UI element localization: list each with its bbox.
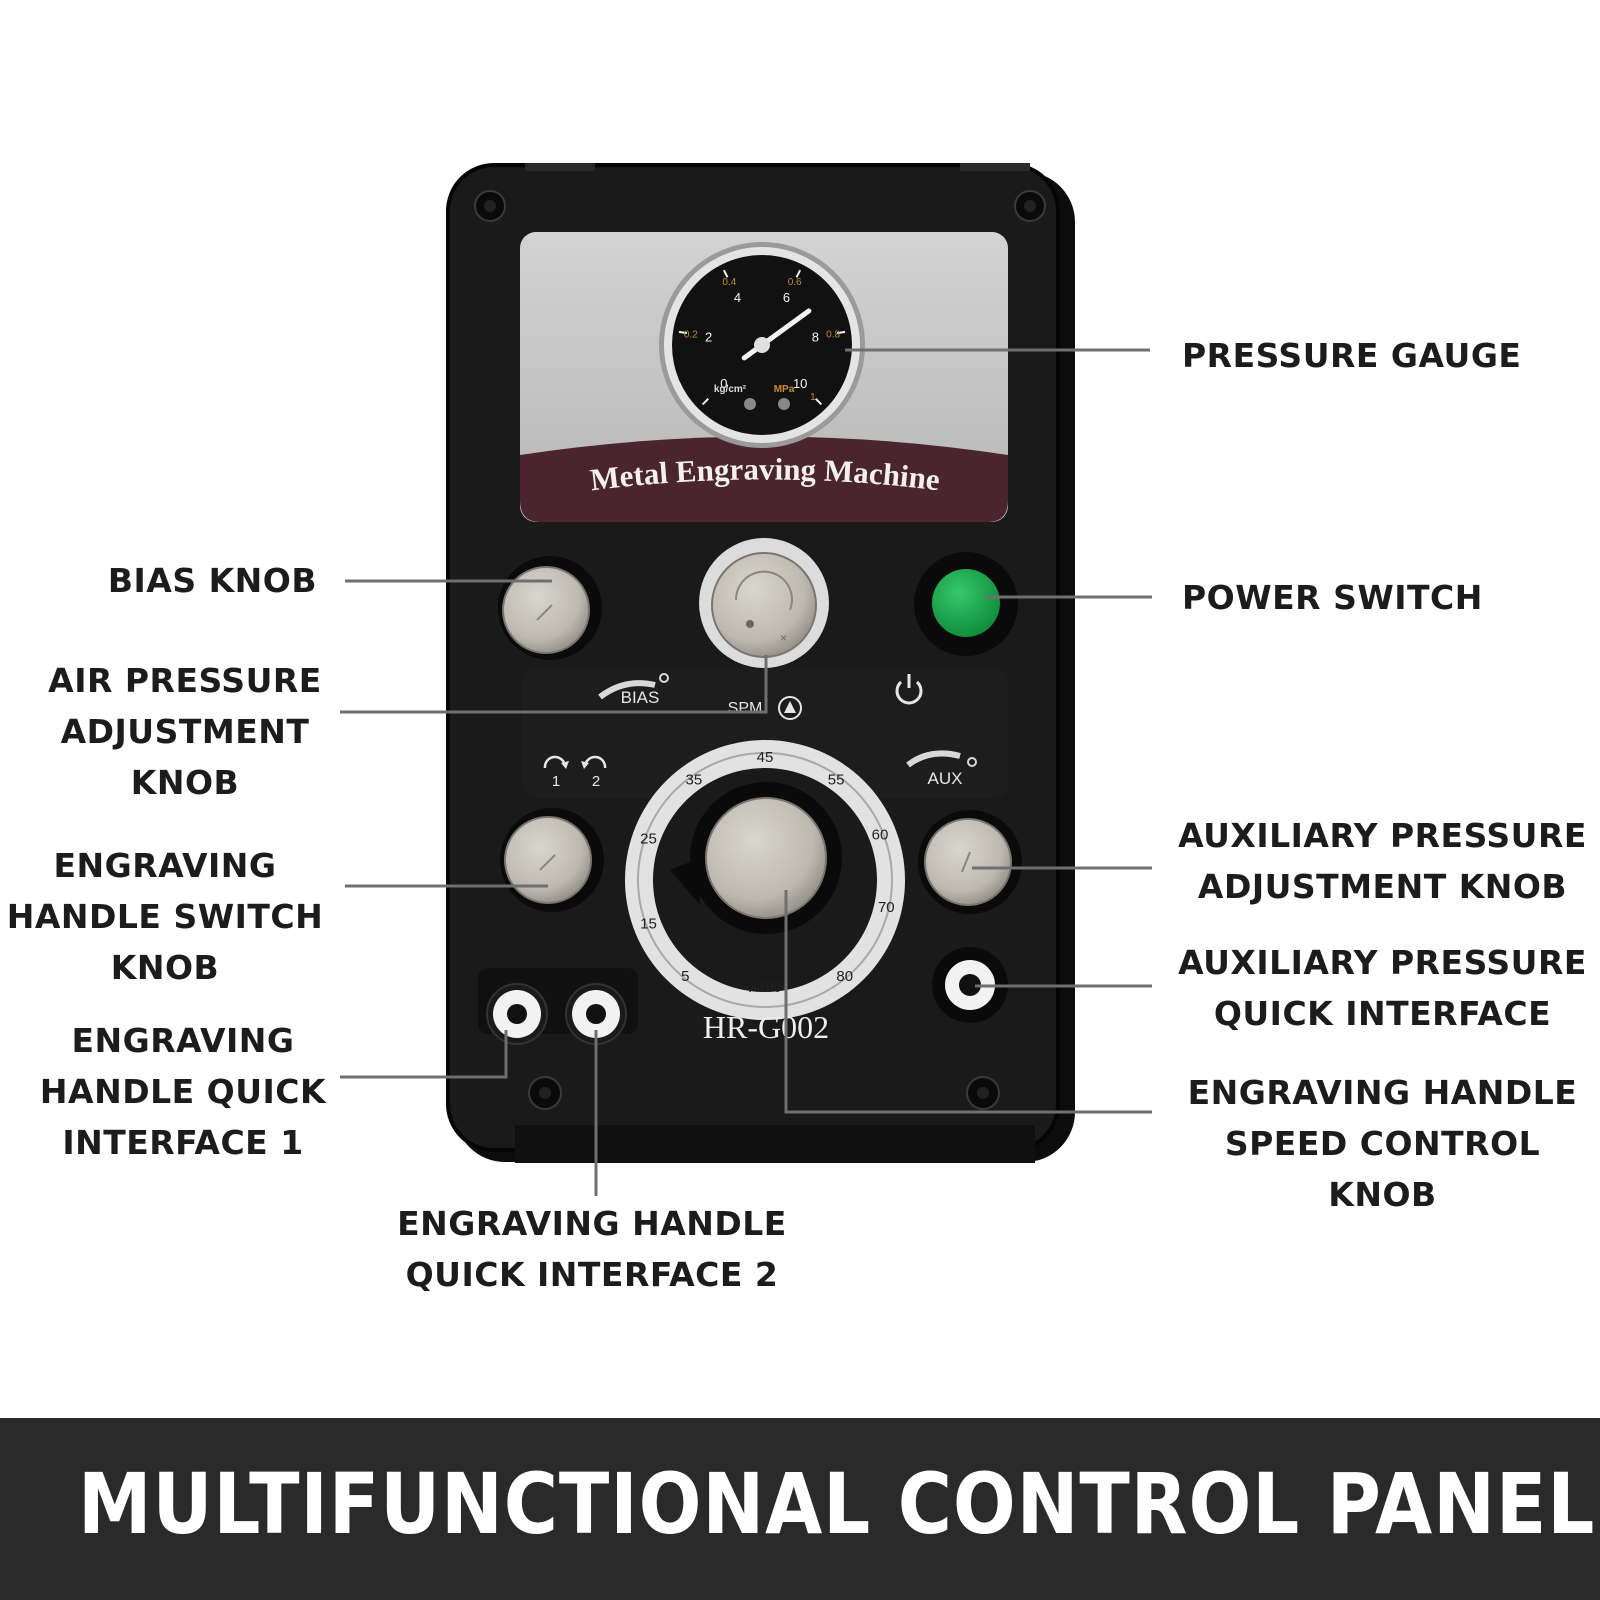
dial-mark: 35 [686,771,703,788]
callout-air-pressure-knob: AIR PRESSURE ADJUSTMENT KNOB [48,661,322,802]
gauge-mpa-label: 0.4 [722,277,736,288]
screw-top-right [1014,190,1046,222]
callout-power-switch: POWER SWITCH [1182,578,1483,617]
power-switch[interactable] [914,552,1018,656]
callout-bias-knob: BIAS KNOB [107,561,317,600]
callout-pressure-gauge: PRESSURE GAUGE [1182,336,1522,375]
pressure-gauge: 0 2 4 6 8 10 0.2 0.4 0.6 0.8 1 kg/cm² MPa [659,242,865,448]
gauge-unit-mpa: MPa [774,384,795,395]
gauge-tick [722,269,729,278]
gauge-tick [836,330,846,335]
dial-mark: 5 [681,968,689,985]
gauge-mpa-label: 0.8 [826,330,840,341]
gauge-tick [795,269,802,278]
aux-label-text: AUX [928,769,963,788]
model-number: HR-G002 [703,1009,829,1045]
dial-mark: 70 [878,899,895,916]
leader-air-pressure-knob [340,655,768,714]
callout-handle-interface-2: ENGRAVING HANDLE QUICK INTERFACE 2 [397,1204,787,1294]
gauge-tick [678,330,688,335]
banner-title: MULTIFUNCTIONAL CONTROL PANEL [78,1455,1596,1553]
screw-bottom-right [966,1076,1000,1110]
dial-mark: 15 [640,915,657,932]
handle-2-label: 2 [592,773,600,790]
leader-handle-interface-1 [340,1030,508,1079]
callout-aux-quick-interface: AUXILIARY PRESSURE QUICK INTERFACE [1178,943,1587,1033]
gauge-tick-label: 2 [705,330,712,345]
screw-bottom-left [528,1076,562,1110]
aux-pressure-knob[interactable] [918,810,1022,914]
callout-handle-interface-1: ENGRAVING HANDLE QUICK INTERFACE 1 [39,1021,327,1162]
callout-handle-switch-knob: ENGRAVING HANDLE SWITCH KNOB [6,846,324,987]
leader-speed-control-knob [784,890,1152,1114]
aux-quick-interface[interactable] [932,947,1008,1023]
gauge-mpa-label: 0.2 [684,330,698,341]
dial-mark: 55 [828,771,845,788]
leader-lines [340,348,1152,1196]
bias-label: BIAS [598,673,669,707]
gauge-tick [701,398,709,406]
gauge-tick-label: 10 [793,376,807,391]
handle-selector-label: 1 2 [543,755,607,790]
handle-1-label: 1 [552,773,560,790]
speed-control-knob[interactable] [690,782,842,934]
gauge-needle [741,308,812,361]
power-icon [895,674,923,705]
gauge-tick-label: 6 [783,290,790,305]
dial-mark: 25 [640,831,657,848]
gauge-tick-label: 8 [812,330,819,345]
dial-multiplier: •X100• [744,979,787,995]
gauge-mpa-label: 1 [810,392,816,403]
dial-mark: 45 [757,749,774,766]
handle-quick-interface-2[interactable] [565,983,627,1045]
gauge-mpa-label: 0.6 [788,277,802,288]
handle-switch-knob[interactable] [500,808,604,912]
screw-top-left [474,190,506,222]
air-pressure-knob[interactable]: × [699,538,829,668]
svg-text:×: × [780,631,787,645]
callout-speed-control-knob: ENGRAVING HANDLE SPEED CONTROL KNOB [1187,1073,1578,1214]
gauge-tick-label: 4 [734,290,741,305]
callout-aux-pressure-knob: AUXILIARY PRESSURE ADJUSTMENT KNOB [1178,816,1587,906]
dial-mark: 80 [836,968,853,985]
bias-label-text: BIAS [621,688,660,707]
dial-mark: 60 [872,827,889,844]
bias-knob[interactable] [498,556,602,660]
aux-label: AUX [906,750,977,788]
gauge-tick-label: 0 [720,376,727,391]
banner [0,1418,1600,1600]
gauge-tick [815,398,823,406]
spm-label-text: SPM [728,700,763,717]
gauge-unit-kg: kg/cm² [714,384,747,395]
